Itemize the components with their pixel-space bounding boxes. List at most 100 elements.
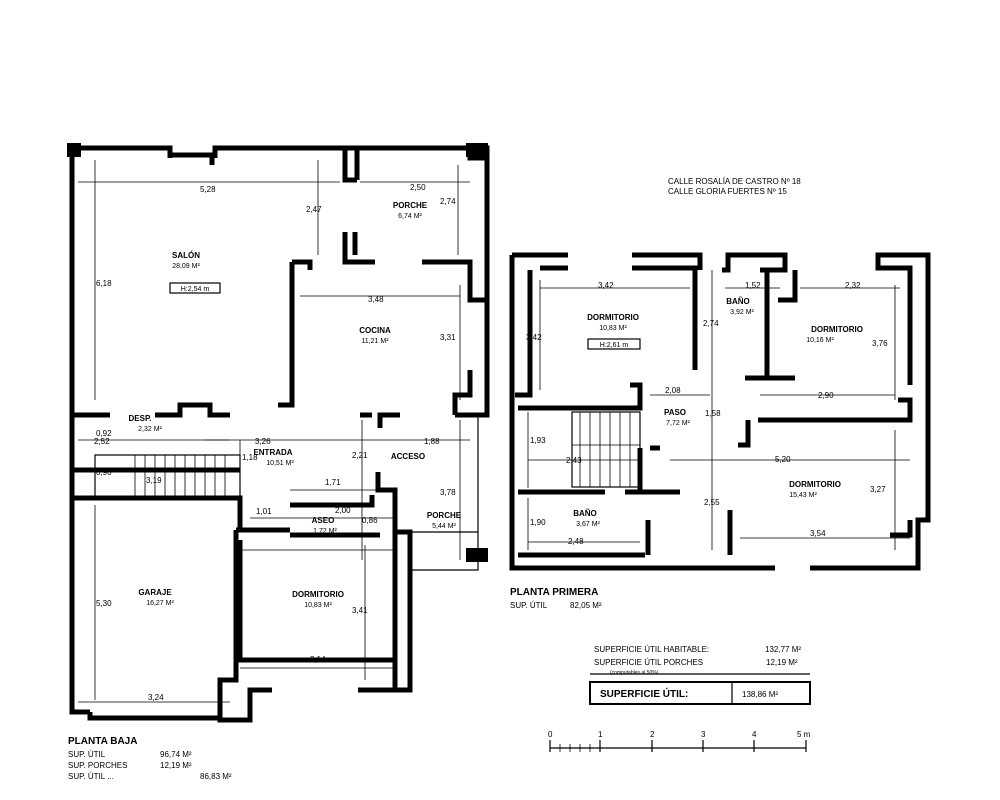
gf-room-name: SALÓN	[172, 251, 200, 260]
ff-dim: 2,74	[703, 319, 719, 328]
gf-dim: 6,18	[96, 279, 112, 288]
ff-room-name: PASO	[664, 408, 686, 417]
ff-dim: 3,42	[598, 281, 614, 290]
gf-height-box	[169, 282, 221, 294]
gf-room-area: 1,72 M²	[313, 528, 337, 535]
gf-walls-kitchen	[278, 148, 487, 415]
gf-room-area: 10,83 M²	[304, 602, 332, 609]
ff-room-name: BAÑO	[726, 297, 750, 306]
ff-dim: 2,08	[665, 386, 681, 395]
gf-dim: 1,71	[325, 478, 341, 487]
ff-dim: 3,42	[526, 333, 542, 342]
gf-title: PLANTA BAJA	[68, 736, 137, 747]
gf-dim: 1,01	[256, 507, 272, 516]
gf-dim: 2,47	[306, 205, 322, 214]
ff-dim: 3,76	[872, 339, 888, 348]
gf-dim: 0,86	[362, 516, 378, 525]
gf-dim: 3,48	[368, 295, 384, 304]
ff-room-area: 10,16 M²	[806, 337, 834, 344]
scale-bar: 0 1 2 3 4 5 m	[548, 730, 811, 752]
gf-room-name: GARAJE	[138, 588, 172, 597]
gf-dim: 3,19	[146, 476, 162, 485]
summary-total-label: SUPERFICIE ÚTIL:	[600, 687, 688, 700]
surface-summary: SUPERFICIE ÚTIL HABITABLE: 132,77 M² SUP…	[589, 645, 811, 705]
gf-room-name: ENTRADA	[253, 448, 292, 457]
ff-room-area: 3,67 M²	[576, 521, 600, 528]
ff-dim: 3,27	[870, 485, 886, 494]
gf-room-area: 11,21 M²	[361, 338, 389, 345]
gf-dim: 5,28	[200, 185, 216, 194]
gf-dim: 2,21	[352, 451, 368, 460]
gf-dim: 1,18	[242, 453, 258, 462]
ff-dim: 2,48	[568, 537, 584, 546]
scale-tick-label: 4	[752, 730, 757, 739]
address-line-2: CALLE GLORIA FUERTES Nº 15	[668, 187, 787, 196]
ff-dim: 5,20	[775, 455, 791, 464]
ff-room-name: BAÑO	[573, 509, 597, 518]
gf-room-name: COCINA	[359, 326, 391, 335]
ff-room-height: H:2,61 m	[600, 342, 629, 349]
ff-dim: 1,90	[530, 518, 546, 527]
summary-total-value: 138,86 M²	[742, 690, 778, 699]
ff-room-area: 10,83 M²	[599, 325, 627, 332]
ff-dim: 1,58	[705, 409, 721, 418]
gf-room-area: 2,32 M²	[138, 426, 162, 433]
ff-room-area: 7,72 M²	[666, 420, 690, 427]
ff-room-name: DORMITORIO	[587, 313, 639, 322]
scale-tick-label: 2	[650, 730, 655, 739]
gf-column	[67, 143, 81, 157]
ff-walls-inner	[515, 265, 913, 558]
gf-column	[466, 548, 488, 562]
ground-floor-plan: SALÓN 28,09 M² H:2,54 m PORCHE 6,74 M² C…	[67, 143, 490, 781]
gf-porch-outline	[410, 415, 479, 571]
gf-dim: 0,92	[96, 429, 112, 438]
gf-dim: 1,88	[424, 437, 440, 446]
gf-dim: 2,52	[94, 437, 110, 446]
ff-stairs	[571, 411, 641, 488]
gf-dim: 2,50	[410, 183, 426, 192]
ff-dim: 2,32	[845, 281, 861, 290]
ff-room-name: DORMITORIO	[811, 325, 863, 334]
gf-dim: 3,41	[352, 606, 368, 615]
summary-porches-label: SUPERFICIE ÚTIL PORCHES	[594, 658, 703, 667]
gf-dim: 3,78	[440, 488, 456, 497]
address-line-1: CALLE ROSALÍA DE CASTRO Nº 18	[668, 177, 801, 186]
gf-room-name: DORMITORIO	[292, 590, 344, 599]
ff-dim: 3,54	[810, 529, 826, 538]
summary-habitable-label: SUPERFICIE ÚTIL HABITABLE:	[594, 645, 709, 654]
ff-title: PLANTA PRIMERA	[510, 587, 598, 598]
scale-tick-label: 5 m	[797, 730, 811, 739]
gf-dim: 2,74	[440, 197, 456, 206]
gf-stairs	[94, 454, 241, 499]
gf-room-name: PORCHE	[393, 201, 428, 210]
gf-room-name: ACCESO	[391, 452, 425, 461]
gf-room-area: 10,51 M²	[266, 460, 294, 467]
gf-stat-value: 96,74 M²	[160, 750, 192, 759]
gf-dim: 3,31	[440, 333, 456, 342]
scale-tick-label: 0	[548, 730, 553, 739]
scale-tick-label: 1	[598, 730, 603, 739]
gf-room-area: 5,44 M²	[432, 523, 456, 530]
gf-stat-value: 12,19 M²	[160, 761, 192, 770]
ff-dim: 2,43	[566, 456, 582, 465]
ff-room-name: DORMITORIO	[789, 480, 841, 489]
gf-dimension-lines	[78, 160, 470, 703]
gf-dim: 5,30	[96, 599, 112, 608]
ff-dimension-lines	[527, 270, 910, 550]
gf-room-area: 28,09 M²	[172, 263, 200, 270]
gf-room-area: 6,74 M²	[398, 213, 422, 220]
ff-dim: 2,55	[704, 498, 720, 507]
ff-stat-value: 82,05 M²	[570, 601, 602, 610]
summary-porches-sub: (computables al 50%)	[610, 670, 659, 676]
gf-walls-outer	[69, 145, 490, 723]
gf-stat-label: SUP. ÚTIL ...	[68, 772, 114, 781]
first-floor-plan: DORMITORIO 10,83 M² H:2,61 m BAÑO 3,92 M…	[509, 252, 931, 610]
gf-room-name: DESP.	[129, 414, 152, 423]
ff-walls-outer	[509, 252, 931, 571]
gf-dim: 3,24	[148, 693, 164, 702]
gf-room-name: ASEO	[312, 516, 335, 525]
gf-room-height: H:2,54 m	[181, 286, 210, 293]
gf-column	[466, 143, 488, 157]
ff-dim: 2,90	[818, 391, 834, 400]
